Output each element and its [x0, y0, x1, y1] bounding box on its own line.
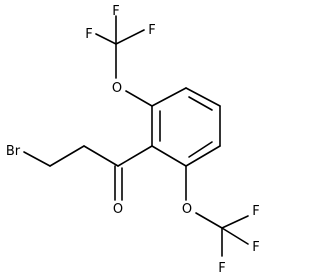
bond-ch2-br — [23, 151, 51, 167]
bond-carbonyl-ch2 — [83, 145, 119, 167]
ring-bond-1 — [151, 87, 187, 107]
ring-double-bond-inner-1 — [188, 96, 213, 111]
ring-bond-5 — [151, 145, 187, 167]
bond-ch2-ch2 — [49, 145, 85, 167]
ring-double-bond-inner-2 — [188, 141, 213, 158]
bond-ring-carbonyl — [117, 145, 153, 167]
atom-br: Br — [6, 144, 21, 159]
atom-f-top-mid: F — [112, 4, 119, 19]
atom-f-lower-mid: F — [252, 240, 259, 255]
ring-bond-4 — [185, 145, 221, 167]
bond-cf3-f-top-left — [95, 33, 117, 45]
bond-o-lower-cf3 — [195, 212, 223, 229]
ring-bond-2 — [185, 87, 221, 107]
atom-f-top-left: F — [85, 27, 92, 42]
structure-diagram: F F F O Br O O F F F — [6, 4, 260, 276]
bond-o-upper-ring — [125, 90, 153, 107]
bond-cf3-f-lower-right — [221, 215, 249, 229]
atom-o-lower: O — [182, 202, 192, 217]
atom-f-lower-bottom: F — [218, 261, 225, 276]
atom-o-upper: O — [112, 81, 122, 96]
atom-labels: F F F O Br O O F F F — [6, 4, 260, 276]
atom-f-top-right: F — [148, 23, 155, 38]
atom-f-lower-right: F — [252, 204, 259, 219]
bonds — [23, 15, 249, 257]
bond-cf3-f-lower-mid — [221, 227, 249, 245]
bond-cf3-f-top-right — [115, 29, 145, 45]
atom-o-carbonyl: O — [113, 202, 123, 217]
